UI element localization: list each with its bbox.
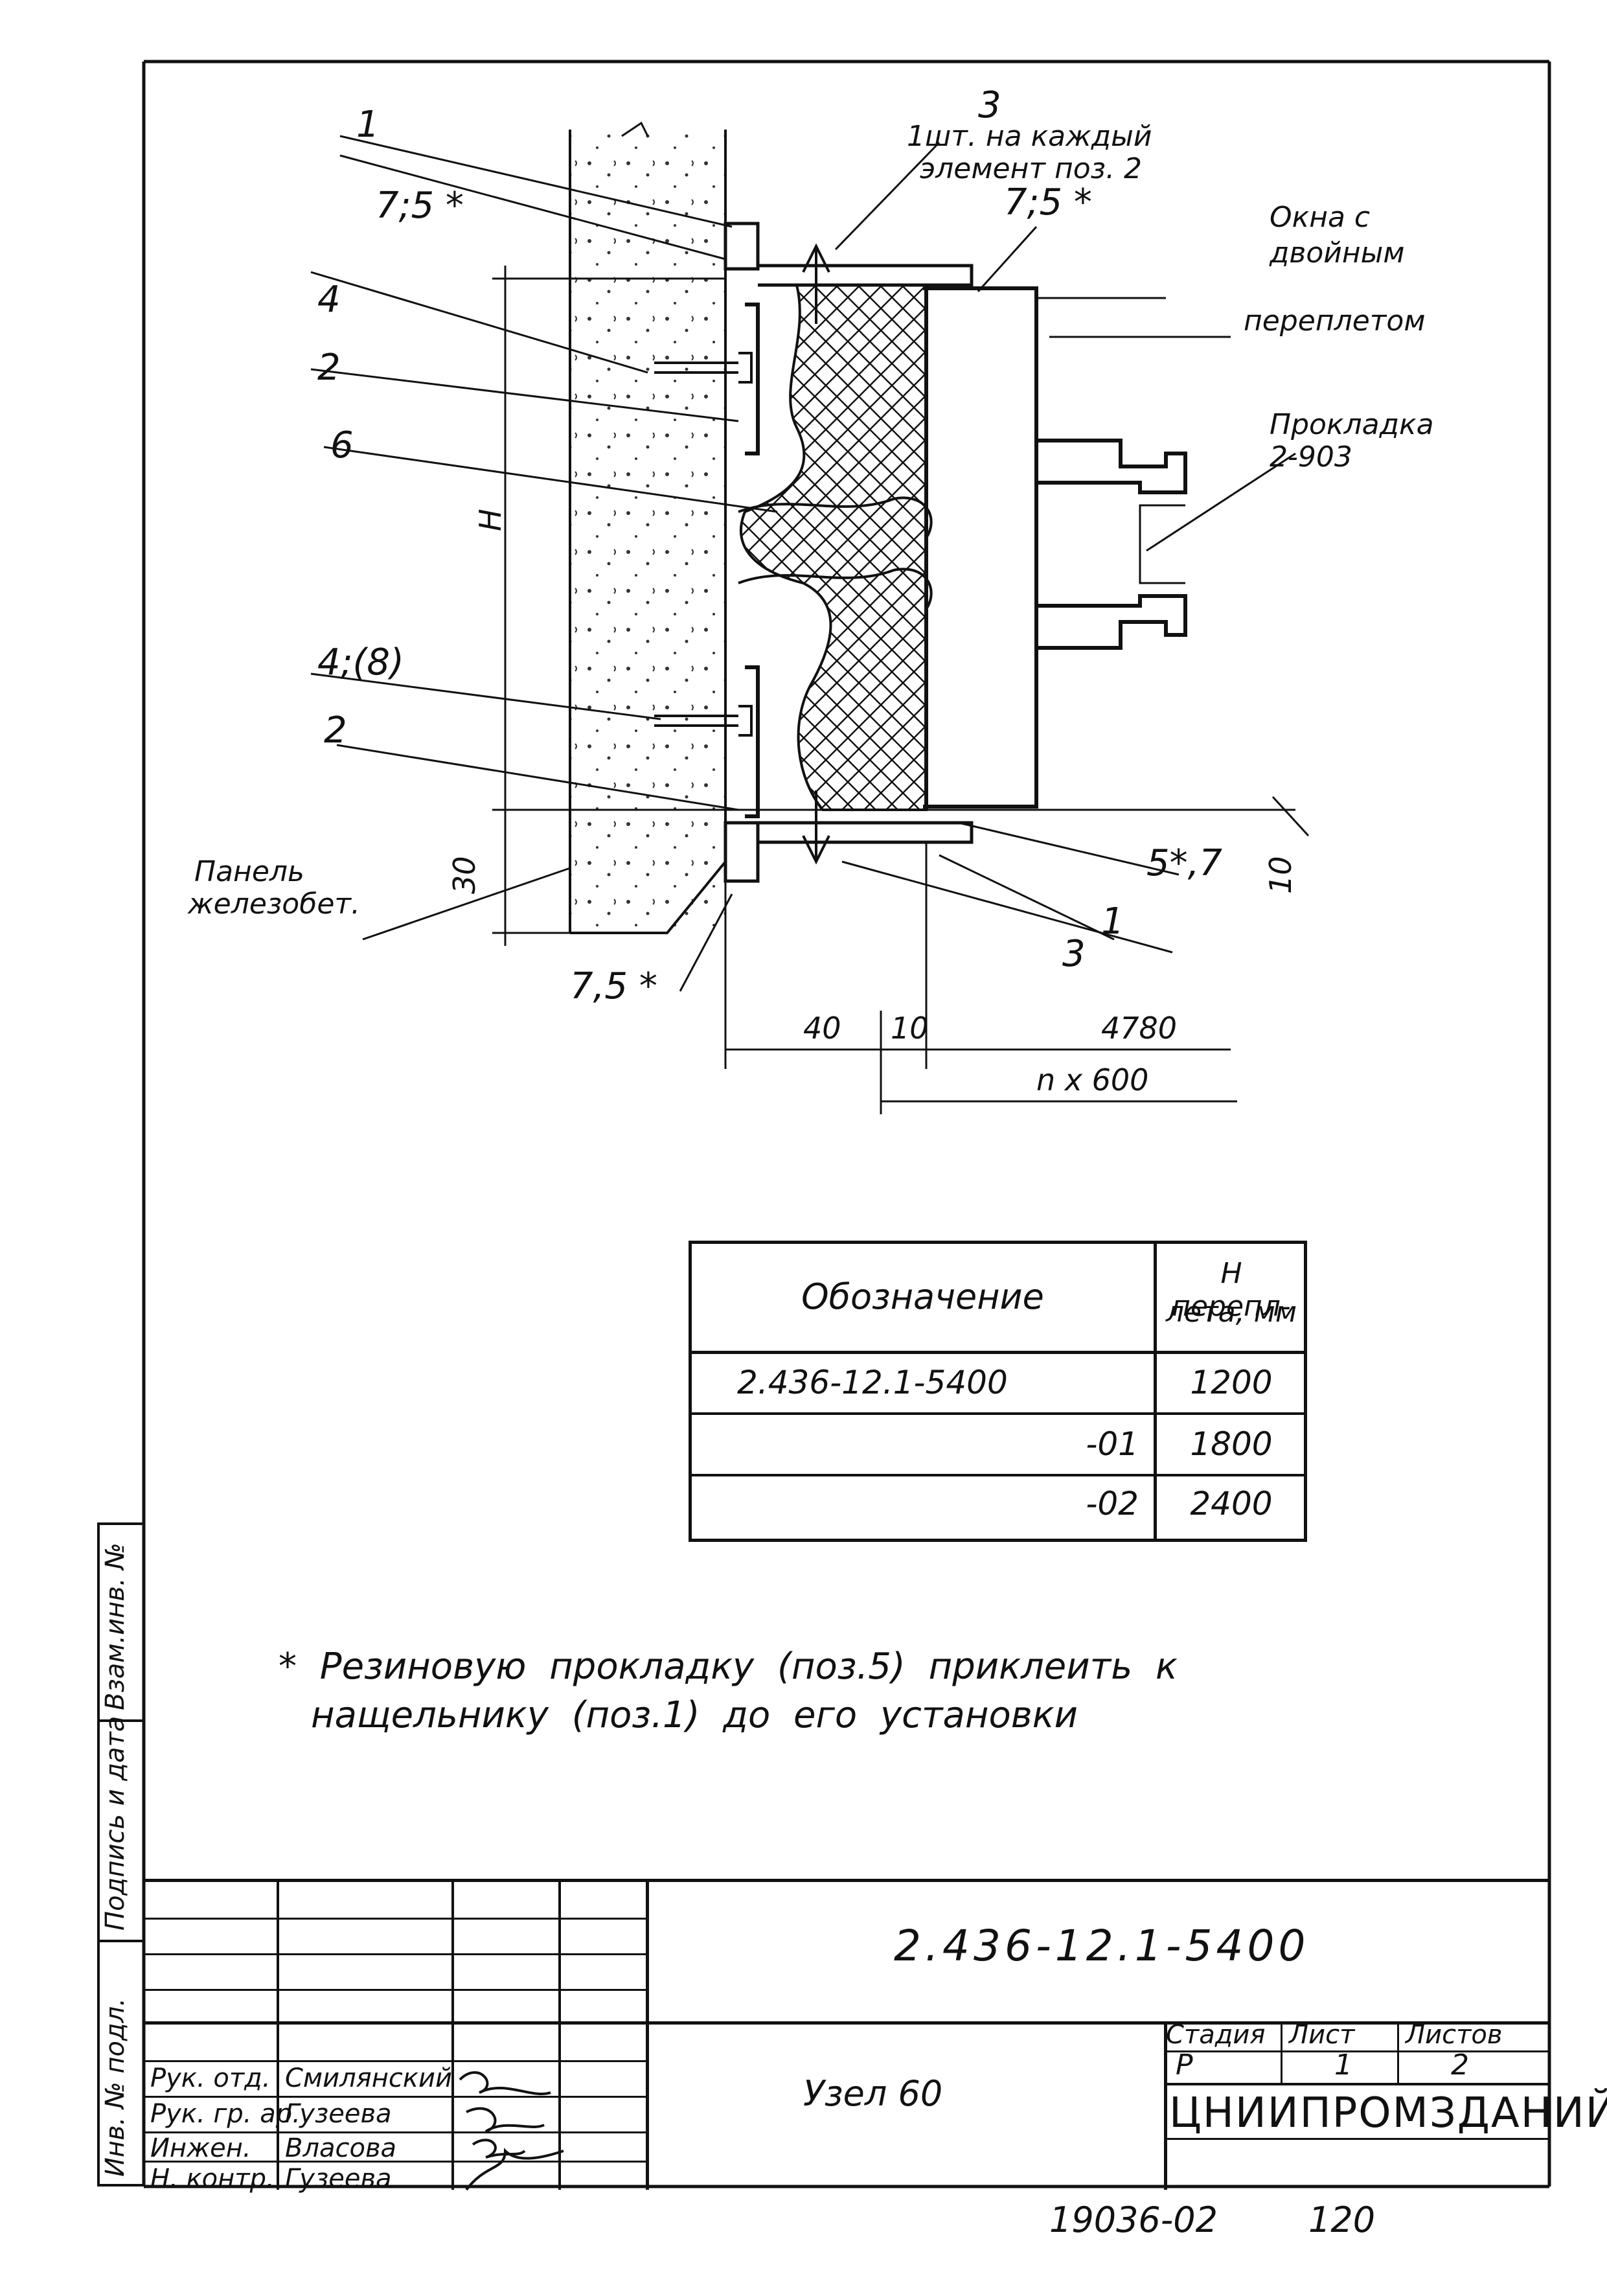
role-1: Рук. отд. [150,2063,271,2093]
table-row-1-designation: 2.436-12.1-5400 [737,1364,1008,1401]
callout-3-top: 3 [978,84,1001,126]
insulation-fill [740,284,928,811]
callout-2-upper: 2 [317,347,341,389]
footer-code: 19036-02 [1049,2199,1218,2240]
panel-label-line1: Панель [194,855,304,888]
callout-2-lower: 2 [324,709,347,752]
sheets-header: Листов [1406,2020,1503,2050]
panel-label-line2: железобет. [188,888,361,921]
anchor-bolts [654,243,830,865]
callout-3-note-line2: элемент поз. 2 [920,152,1143,185]
side-stamp-replace: Взам.инв. № [100,1543,130,1710]
dim-40: 40 [803,1011,841,1046]
window-label-line3: переплетом [1244,304,1426,338]
signatures [459,2071,564,2191]
table-header-height-l1: Н перепл- [1172,1257,1291,1323]
side-stamp-sign: Подпись и дата [100,1716,130,1931]
window-label-line1: Окна с [1270,201,1371,234]
table-row-2-value: 1800 [1190,1425,1273,1463]
dim-4780: 4780 [1101,1011,1178,1046]
callout-5-7: 5*,7 [1146,842,1223,884]
spec-table: Обозначение Н перепл- лета, мм 2.436-12.… [689,1241,1307,1542]
node-title: Узел 60 [803,2073,943,2114]
dimension-lines [492,266,1310,1114]
concrete-panel [569,121,727,934]
title-block [144,1879,1549,2190]
dim-height: Н [473,509,508,531]
callout-6: 6 [330,424,354,466]
callout-4: 4 [317,279,341,321]
note-line-1: * Резиновую прокладку (поз.5) приклеить … [279,1646,1178,1688]
gasket-label-line2: 2-903 [1270,441,1352,474]
gasket-label-line1: Прокладка [1270,408,1434,441]
callout-3-note-line1: 1шт. на каждый [907,120,1152,153]
table-row-2-designation: -01 [1086,1425,1139,1463]
doc-code: 2.436-12.1-5400 [894,1921,1310,1971]
callout-4-8: 4;(8) [317,641,404,683]
sheet-header: Лист [1289,2020,1355,2050]
name-2: Гузеева [285,2099,392,2129]
sheets-value: 2 [1451,2049,1469,2082]
side-stamp [97,1522,144,2187]
name-4: Гузеева [285,2164,392,2194]
table-header-height-l2: лета, мм [1165,1296,1297,1329]
dim-10: 10 [891,1011,929,1046]
table-row-1-value: 1200 [1190,1364,1273,1401]
side-stamp-inv: Инв. № подл. [100,1998,130,2177]
role-4: Н. контр. [150,2164,275,2194]
sheet-value: 1 [1334,2049,1352,2082]
stage-value: Р [1176,2049,1193,2082]
callout-1-top: 1 [356,104,380,146]
organization-name: ЦНИИПРОМЗДАНИЙ [1169,2089,1607,2137]
footer-page: 120 [1308,2199,1376,2240]
name-1: Смилянский [285,2063,453,2093]
table-row-3-designation: -02 [1086,1485,1139,1522]
name-3: Власова [285,2133,397,2163]
dim-10-right: 10 [1263,856,1298,894]
note-line-2: нащельнику (поз.1) до его установки [311,1694,1078,1736]
stage-header: Стадия [1166,2020,1266,2050]
table-header-designation: Обозначение [801,1276,1044,1317]
dim-30: 30 [447,856,482,894]
window-label-line2: двойным [1270,236,1405,270]
leader-lines [310,135,1296,992]
callout-3-bottom: 3 [1062,933,1086,975]
callout-7-5-bottom: 7,5 * [570,965,657,1007]
callout-7-5-left: 7;5 * [376,185,464,227]
callout-1-bottom: 1 [1101,901,1124,943]
dim-n-600: n x 600 [1036,1062,1149,1097]
table-row-3-value: 2400 [1190,1485,1273,1522]
role-2: Рук. гр. ар. [150,2099,301,2129]
callout-7-5-right: 7;5 * [1004,181,1092,224]
role-3: Инжен. [150,2133,251,2163]
sheet-frame [142,60,1551,2188]
